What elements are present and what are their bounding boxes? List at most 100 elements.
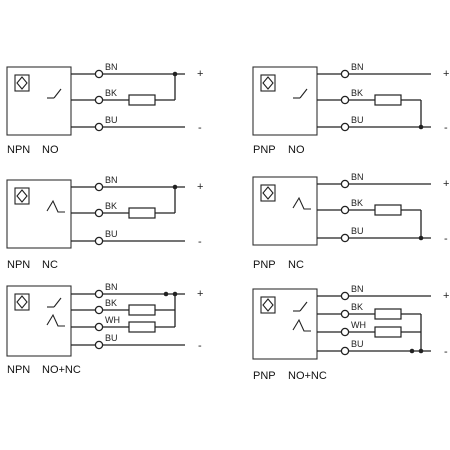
load-resistor-wh	[374, 326, 402, 338]
supply-plus-label: +	[197, 181, 203, 193]
supply-minus-label: -	[198, 122, 202, 134]
wiring-diagram-npn-no: BN BK BU + - NPN NO	[6, 62, 203, 156]
terminal-bn	[94, 289, 104, 299]
load-resistor-bk	[374, 308, 402, 320]
contact-mode-label: NO	[42, 144, 59, 156]
wire-label-bk: BK	[105, 88, 117, 98]
nc-switch-symbol	[46, 313, 65, 327]
output-type-label: NPN	[7, 259, 30, 271]
wire-label-bn: BN	[351, 284, 364, 294]
terminal-wh	[340, 327, 350, 337]
load-resistor-bk	[374, 94, 402, 106]
wire-label-bn: BN	[105, 282, 118, 292]
junction-dot	[409, 348, 415, 354]
nc-switch-symbol	[292, 196, 311, 210]
wiring-diagram-npn-nc: BN BK BU + - NPN NC	[6, 175, 203, 271]
terminal-bu	[340, 233, 350, 243]
sensor-face-icon	[260, 74, 276, 92]
sensor-face-icon	[14, 187, 30, 205]
terminal-bk	[94, 95, 104, 105]
load-resistor-bk	[128, 94, 156, 106]
supply-plus-label: +	[443, 68, 449, 80]
no-switch-symbol	[299, 301, 308, 312]
sensor-diamond-icon	[262, 298, 274, 312]
wire-label-bk: BK	[351, 302, 363, 312]
terminal-bu	[340, 122, 350, 132]
sensor-diamond-icon	[262, 186, 274, 200]
wire-label-bu: BU	[105, 115, 118, 125]
junction-dot	[163, 291, 169, 297]
sensor-housing	[6, 179, 72, 249]
sensor-diamond-icon	[16, 295, 28, 309]
wire-label-bn: BN	[351, 172, 364, 182]
no-switch-symbol	[299, 88, 308, 99]
terminal-bk	[94, 305, 104, 315]
terminal-bk	[340, 205, 350, 215]
output-type-label: NPN	[7, 144, 30, 156]
sensor-housing	[252, 66, 318, 136]
no-switch-symbol	[53, 297, 62, 308]
junction-dot	[172, 71, 178, 77]
wire-label-wh: WH	[105, 315, 120, 325]
wire-label-bk: BK	[105, 201, 117, 211]
wire-label-bk: BK	[351, 88, 363, 98]
sensor-housing	[252, 288, 318, 360]
sensor-diamond-icon	[16, 189, 28, 203]
wire-label-bu: BU	[351, 115, 364, 125]
output-type-label: PNP	[253, 370, 276, 382]
terminal-bu	[94, 340, 104, 350]
terminal-bk	[340, 95, 350, 105]
sensor-face-icon	[14, 74, 30, 92]
junction-dot	[172, 184, 178, 190]
wire-label-bu: BU	[105, 229, 118, 239]
nc-switch-symbol	[292, 318, 311, 332]
output-type-label: PNP	[253, 144, 276, 156]
terminal-bk	[340, 309, 350, 319]
junction-dot	[172, 291, 178, 297]
wire-label-bk: BK	[105, 298, 117, 308]
sensor-face-icon	[260, 296, 276, 314]
supply-plus-label: +	[443, 178, 449, 190]
supply-minus-label: -	[444, 346, 448, 358]
sensor-housing	[6, 66, 72, 136]
terminal-bn	[340, 69, 350, 79]
supply-minus-label: -	[198, 340, 202, 352]
contact-mode-label: NO+NC	[42, 364, 81, 376]
supply-minus-label: -	[444, 233, 448, 245]
wire-label-bu: BU	[105, 333, 118, 343]
sensor-face-icon	[14, 293, 30, 311]
terminal-bk	[94, 208, 104, 218]
load-resistor-bk	[128, 207, 156, 219]
no-switch-symbol	[53, 88, 62, 99]
terminal-bn	[340, 291, 350, 301]
sensor-diamond-icon	[16, 76, 28, 90]
supply-minus-label: -	[198, 236, 202, 248]
sensor-face-icon	[260, 184, 276, 202]
junction-dot	[418, 235, 424, 241]
terminal-bn	[94, 69, 104, 79]
nc-switch-symbol	[46, 199, 65, 213]
junction-dot	[418, 348, 424, 354]
junction-dot	[418, 124, 424, 130]
wire-label-bk: BK	[351, 198, 363, 208]
load-resistor-bk	[374, 204, 402, 216]
wire-label-bn: BN	[105, 62, 118, 72]
contact-mode-label: NO	[288, 144, 305, 156]
terminal-bu	[340, 346, 350, 356]
contact-mode-label: NC	[42, 259, 58, 271]
wire-label-bn: BN	[351, 62, 364, 72]
terminal-bn	[340, 179, 350, 189]
wire-label-bu: BU	[351, 339, 364, 349]
terminal-bu	[94, 122, 104, 132]
terminal-bu	[94, 236, 104, 246]
supply-plus-label: +	[443, 290, 449, 302]
wire-label-bn: BN	[105, 175, 118, 185]
supply-plus-label: +	[197, 68, 203, 80]
output-type-label: PNP	[253, 259, 276, 271]
terminal-bn	[94, 182, 104, 192]
